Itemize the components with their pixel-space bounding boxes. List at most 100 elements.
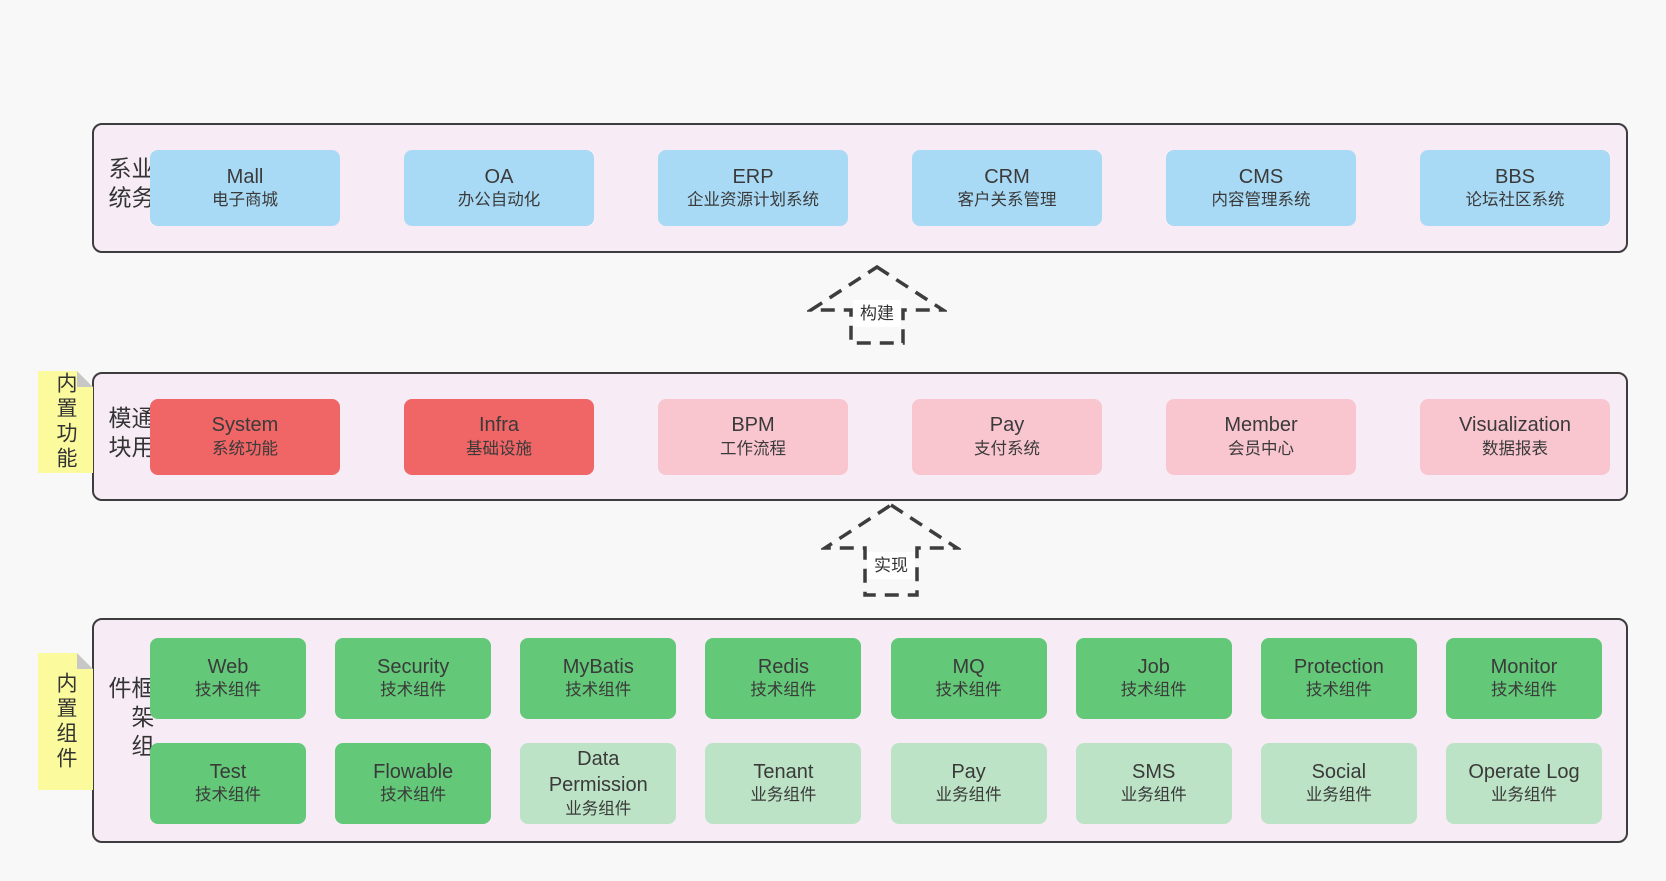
dashed-up-arrow-icon (821, 502, 961, 597)
box-subtitle: 业务组件 (750, 786, 817, 805)
box-title: BPM (731, 414, 775, 437)
framework-row-2: Test 技术组件 Flowable 技术组件 Data Permission … (150, 742, 1602, 824)
panel-common-modules: 通用模块 System 系统功能 Infra 基础设施 BPM 工作流程 Pay… (92, 372, 1628, 501)
box-subtitle: 基础设施 (466, 439, 532, 458)
box-subtitle: 支付系统 (974, 439, 1040, 458)
box-subtitle: 技术组件 (750, 681, 817, 700)
framework-box-social: Social 业务组件 (1260, 742, 1417, 824)
framework-box-sms: SMS 业务组件 (1075, 742, 1232, 824)
sticky-note-built-in-features: 内置功能 (38, 371, 93, 473)
box-subtitle: 业务组件 (935, 786, 1002, 805)
build-arrow: 构建 (807, 264, 947, 346)
box-title: Test (209, 760, 247, 783)
box-title: Flowable (373, 760, 454, 783)
build-arrow-label: 构建 (853, 300, 901, 327)
common-box-bpm: BPM 工作流程 (658, 398, 848, 475)
box-title: Data Permission (548, 747, 648, 797)
box-subtitle: 论坛社区系统 (1465, 191, 1565, 210)
framework-box-test: Test 技术组件 (150, 742, 306, 824)
framework-box-flowable: Flowable 技术组件 (335, 742, 492, 824)
box-subtitle: 技术组件 (1120, 681, 1187, 700)
box-subtitle: 技术组件 (380, 681, 447, 700)
box-subtitle: 技术组件 (195, 681, 261, 700)
common-box-system: System 系统功能 (150, 398, 340, 475)
box-title: Pay (951, 760, 986, 783)
panel-common-label: 通用模块 (105, 405, 154, 464)
framework-boxes-grid: Web 技术组件 Security 技术组件 MyBatis 技术组件 Redi… (150, 620, 1626, 841)
business-boxes-row: Mall 电子商城 OA 办公自动化 ERP 企业资源计划系统 CRM 客户关系… (150, 125, 1626, 251)
sticky-note-built-in-components: 内置组件 (38, 653, 93, 790)
box-title: Social (1311, 760, 1367, 783)
box-title: Web (207, 655, 249, 678)
framework-box-redis: Redis 技术组件 (705, 637, 862, 719)
business-box-cms: CMS 内容管理系统 (1166, 150, 1356, 226)
box-title: BBS (1494, 165, 1536, 188)
common-boxes-row: System 系统功能 Infra 基础设施 BPM 工作流程 Pay 支付系统… (150, 374, 1626, 499)
box-subtitle: 技术组件 (935, 681, 1002, 700)
framework-box-web: Web 技术组件 (150, 637, 306, 719)
box-subtitle: 数据报表 (1482, 439, 1548, 458)
business-box-oa: OA 办公自动化 (404, 150, 594, 226)
box-title: Job (1137, 655, 1170, 678)
box-subtitle: 技术组件 (380, 786, 447, 805)
framework-box-monitor: Monitor 技术组件 (1445, 637, 1602, 719)
implement-arrow-label: 实现 (867, 552, 915, 579)
box-subtitle: 技术组件 (1490, 681, 1557, 700)
box-subtitle: 企业资源计划系统 (687, 191, 819, 210)
business-box-bbs: BBS 论坛社区系统 (1420, 150, 1610, 226)
box-title: MQ (952, 655, 985, 678)
box-subtitle: 业务组件 (1305, 786, 1372, 805)
framework-box-operate-log: Operate Log 业务组件 (1445, 742, 1602, 824)
implement-arrow: 实现 (821, 502, 961, 598)
common-box-member: Member 会员中心 (1166, 398, 1356, 475)
box-title: MyBatis (562, 655, 634, 678)
box-title: Operate Log (1468, 760, 1580, 783)
box-title: Mall (226, 165, 264, 188)
framework-box-data-permission: Data Permission 业务组件 (520, 742, 677, 824)
box-title: SMS (1132, 760, 1176, 783)
box-subtitle: 客户关系管理 (957, 191, 1057, 210)
box-title: Visualization (1459, 414, 1571, 437)
box-subtitle: 内容管理系统 (1211, 191, 1311, 210)
box-subtitle: 业务组件 (1490, 786, 1557, 805)
box-subtitle: 业务组件 (565, 799, 632, 818)
business-box-crm: CRM 客户关系管理 (912, 150, 1102, 226)
panel-framework-label: 框架组件 (105, 675, 154, 763)
box-title: Monitor (1490, 655, 1558, 678)
note-label: 内置功能 (54, 372, 77, 472)
common-box-infra: Infra 基础设施 (404, 398, 594, 475)
common-box-visualization: Visualization 数据报表 (1420, 398, 1610, 475)
panel-business-label: 业务系统 (105, 156, 154, 215)
box-subtitle: 业务组件 (1120, 786, 1187, 805)
box-title: OA (484, 165, 514, 188)
box-title: Infra (478, 414, 520, 437)
box-subtitle: 电子商城 (212, 191, 278, 210)
box-subtitle: 工作流程 (720, 439, 786, 458)
box-title: Security (377, 655, 450, 678)
box-title: Member (1224, 414, 1298, 437)
panel-framework-components: 框架组件 Web 技术组件 Security 技术组件 MyBatis 技术组件… (92, 618, 1628, 843)
framework-box-protection: Protection 技术组件 (1260, 637, 1417, 719)
box-title: System (211, 414, 279, 437)
box-subtitle: 办公自动化 (457, 191, 541, 210)
box-subtitle: 技术组件 (565, 681, 632, 700)
box-title: CRM (984, 165, 1030, 188)
box-title: ERP (732, 165, 774, 188)
framework-row-1: Web 技术组件 Security 技术组件 MyBatis 技术组件 Redi… (150, 637, 1602, 719)
framework-box-pay: Pay 业务组件 (890, 742, 1047, 824)
box-subtitle: 技术组件 (1305, 681, 1372, 700)
box-subtitle: 会员中心 (1228, 439, 1294, 458)
framework-box-mybatis: MyBatis 技术组件 (520, 637, 677, 719)
framework-box-mq: MQ 技术组件 (890, 637, 1047, 719)
box-title: Protection (1293, 655, 1384, 678)
box-title: Redis (757, 655, 809, 678)
panel-business-systems: 业务系统 Mall 电子商城 OA 办公自动化 ERP 企业资源计划系统 CRM… (92, 123, 1628, 253)
box-subtitle: 技术组件 (195, 786, 261, 805)
framework-box-tenant: Tenant 业务组件 (705, 742, 862, 824)
common-box-pay: Pay 支付系统 (912, 398, 1102, 475)
box-title: Pay (989, 414, 1025, 437)
box-title: CMS (1238, 165, 1284, 188)
business-box-mall: Mall 电子商城 (150, 150, 340, 226)
box-title: Tenant (753, 760, 814, 783)
